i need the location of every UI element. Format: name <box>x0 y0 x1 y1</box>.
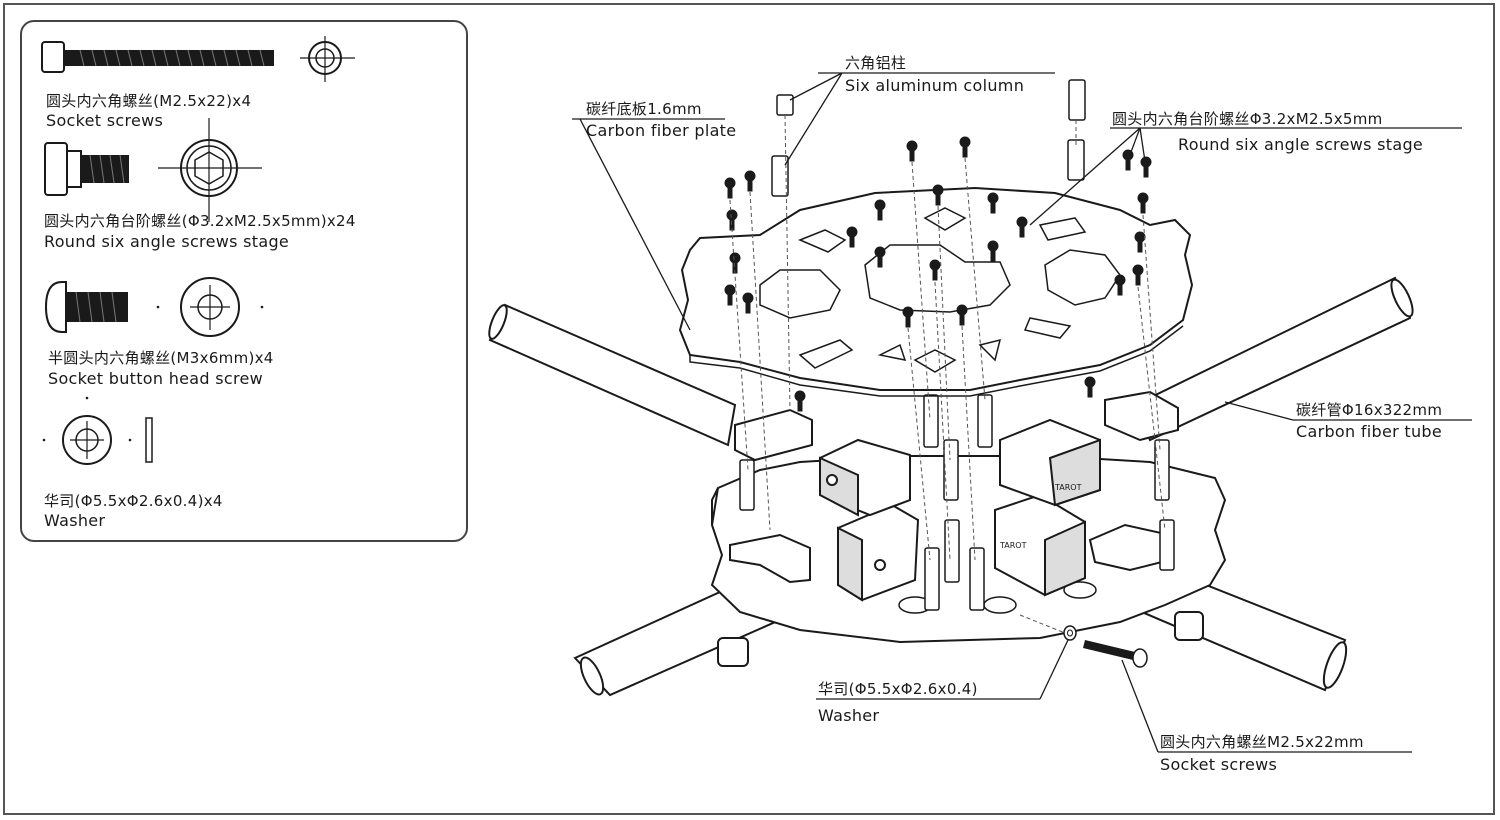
callout-washer-zh: 华司(Φ5.5xΦ2.6x0.4) <box>818 680 978 698</box>
button-head-screw-top-icon <box>156 277 264 337</box>
callout-washer-en: Washer <box>818 706 880 725</box>
svg-text:TAROT: TAROT <box>1054 483 1082 492</box>
socket-screw-part <box>1083 640 1148 668</box>
socket-screw-head-icon <box>300 36 355 82</box>
carbon-tube-back-right <box>1133 276 1414 442</box>
svg-text:TAROT: TAROT <box>999 541 1027 550</box>
carbon-tube-back-left <box>488 303 737 447</box>
callout-socket-screws-en: Socket screws <box>1160 755 1278 774</box>
part3-name-en: Socket button head screw <box>48 369 264 388</box>
part4-name-en: Washer <box>44 511 106 530</box>
callout-carbon-tube-zh: 碳纤管Φ16x322mm <box>1296 401 1443 419</box>
callout-carbon-plate-en: Carbon fiber plate <box>586 121 737 140</box>
washer-icon <box>42 396 153 465</box>
part2-name-zh: 圆头内六角台阶螺丝(Φ3.2xM2.5x5mm)x24 <box>44 212 356 230</box>
diagram-frame <box>3 3 1495 815</box>
callout-step-screws-en: Round six angle screws stage <box>1178 135 1424 154</box>
tube-clamp-left-back <box>819 438 911 517</box>
callout-carbon-tube-en: Carbon fiber tube <box>1296 422 1442 441</box>
step-screws-top <box>724 136 1152 412</box>
callout-aluminum-column-zh: 六角铝柱 <box>845 54 907 72</box>
hex-columns-upper <box>771 79 1086 197</box>
callout-leaders <box>572 72 1472 753</box>
socket-screw-icon <box>41 41 274 73</box>
callout-aluminum-column-en: Six aluminum column <box>845 76 1025 95</box>
part2-name-en: Round six angle screws stage <box>44 232 290 251</box>
part1-name-zh: 圆头内六角螺丝(M2.5x22)x4 <box>46 92 252 110</box>
washer-part <box>1063 625 1077 641</box>
callout-carbon-plate-zh: 碳纤底板1.6mm <box>586 100 702 118</box>
part1-name-en: Socket screws <box>46 111 164 130</box>
button-head-screw-icon <box>44 281 128 333</box>
step-screw-head-icon <box>158 118 262 222</box>
tube-clamp-left-front <box>837 503 920 602</box>
tube-clamp-right-front: TAROT <box>994 493 1086 597</box>
parts-list-panel <box>20 20 468 542</box>
alignment-guides <box>729 114 1166 634</box>
part3-name-zh: 半圆头内六角螺丝(M3x6mm)x4 <box>48 349 274 367</box>
plate-mount-feet <box>717 611 1204 667</box>
callout-step-screws-zh: 圆头内六角台阶螺丝Φ3.2xM2.5x5mm <box>1112 110 1383 128</box>
step-screw-icon <box>44 142 129 196</box>
top-carbon-plate <box>678 186 1194 397</box>
tube-clamp-right-back: TAROT <box>999 418 1101 507</box>
part4-name-zh: 华司(Φ5.5xΦ2.6x0.4)x4 <box>44 492 223 510</box>
callout-socket-screws-zh: 圆头内六角螺丝M2.5x22mm <box>1160 733 1364 751</box>
